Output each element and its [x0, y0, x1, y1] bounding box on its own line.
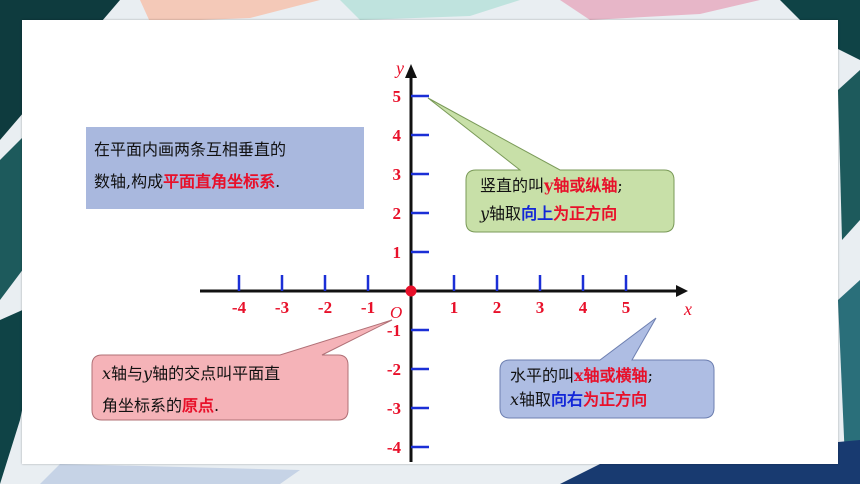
x-tick-label: 3 [536, 298, 545, 317]
origin-term: 原点 [182, 396, 215, 415]
y-tick-label: 1 [393, 243, 402, 262]
x-tick-label: 1 [450, 298, 459, 317]
x-tick-label: 2 [493, 298, 502, 317]
origin-label: O [390, 303, 402, 322]
y-callout-plain: 竖直的叫 [480, 176, 545, 195]
y-callout-var: y [480, 204, 490, 223]
origin-callout-line-1: x轴与y轴的交点叫平面直 [102, 358, 280, 390]
origin-point [405, 285, 417, 297]
x-callout-text: 水平的叫x轴或横轴; x轴取向右为正方向 [510, 360, 653, 416]
y-callout-text: 竖直的叫y轴或纵轴; y轴取向上为正方向 [480, 170, 623, 230]
x-callout-term: x轴或横轴 [574, 366, 648, 385]
y-tick-label: -2 [387, 360, 401, 379]
intro-line-2: 数轴,构成平面直角坐标系. [94, 166, 286, 198]
x-callout-var: x [510, 390, 520, 409]
intro-term: 平面直角坐标系 [163, 172, 276, 191]
intro-line-1: 在平面内画两条互相垂直的 [94, 140, 287, 159]
x-axis-callout [499, 317, 715, 419]
y-tick-label: -4 [387, 438, 402, 457]
y-callout-semicolon: ; [617, 176, 623, 195]
intro-line-2-plain: 数轴,构成 [94, 172, 164, 191]
origin-callout-line-2: 角坐标系的原点. [102, 390, 280, 422]
y-axis-arrow [405, 64, 417, 78]
y-tick-label: -3 [387, 399, 401, 418]
x-tick-label: -3 [275, 298, 289, 317]
x-axis-arrow [676, 285, 688, 297]
x-callout-direction: 向右 [551, 390, 584, 409]
x-callout-plain: 水平的叫 [510, 366, 575, 385]
x-callout-plain-2: 轴取 [519, 390, 552, 409]
y-tick-label: 5 [393, 87, 402, 106]
y-callout-line-2: y轴取向上为正方向 [480, 198, 623, 230]
y-callout-direction: 向上 [521, 204, 554, 223]
x-tick-label: 5 [622, 298, 631, 317]
origin-callout-plain: 角坐标系的 [102, 396, 183, 415]
y-callout-term: y轴或纵轴 [544, 176, 618, 195]
origin-callout-mid: 轴与 [111, 364, 144, 383]
y-callout-line-1: 竖直的叫y轴或纵轴; [480, 170, 623, 202]
y-axis-label: y [394, 58, 404, 78]
intro-box [86, 127, 364, 209]
x-tick-label: -4 [232, 298, 247, 317]
y-tick-label: 2 [393, 204, 402, 223]
x-callout-line-2: x轴取向右为正方向 [510, 384, 653, 416]
x-tick-label: -2 [318, 298, 332, 317]
origin-callout-period: . [214, 396, 220, 415]
y-axis-callout [427, 97, 675, 233]
intro-text: 在平面内画两条互相垂直的 数轴,构成平面直角坐标系. [94, 134, 286, 198]
origin-callout-end: 轴的交点叫平面直 [152, 364, 281, 383]
origin-callout-var-x: x [102, 364, 112, 383]
y-tick-label: 3 [393, 165, 402, 184]
origin-callout-var-y: y [143, 364, 153, 383]
origin-callout [91, 319, 393, 421]
y-tick-label: 4 [393, 126, 402, 145]
y-tick-label: -1 [387, 321, 401, 340]
x-callout-line-1: 水平的叫x轴或横轴; [510, 360, 653, 392]
x-callout-positive: 为正方向 [583, 390, 648, 409]
y-callout-positive: 为正方向 [553, 204, 618, 223]
x-callout-semicolon: ; [647, 366, 653, 385]
origin-callout-text: x轴与y轴的交点叫平面直 角坐标系的原点. [102, 358, 280, 422]
x-tick-label: -1 [361, 298, 375, 317]
y-callout-plain-2: 轴取 [489, 204, 522, 223]
x-axis-label: x [683, 299, 692, 319]
intro-period: . [275, 172, 281, 191]
x-tick-label: 4 [579, 298, 588, 317]
